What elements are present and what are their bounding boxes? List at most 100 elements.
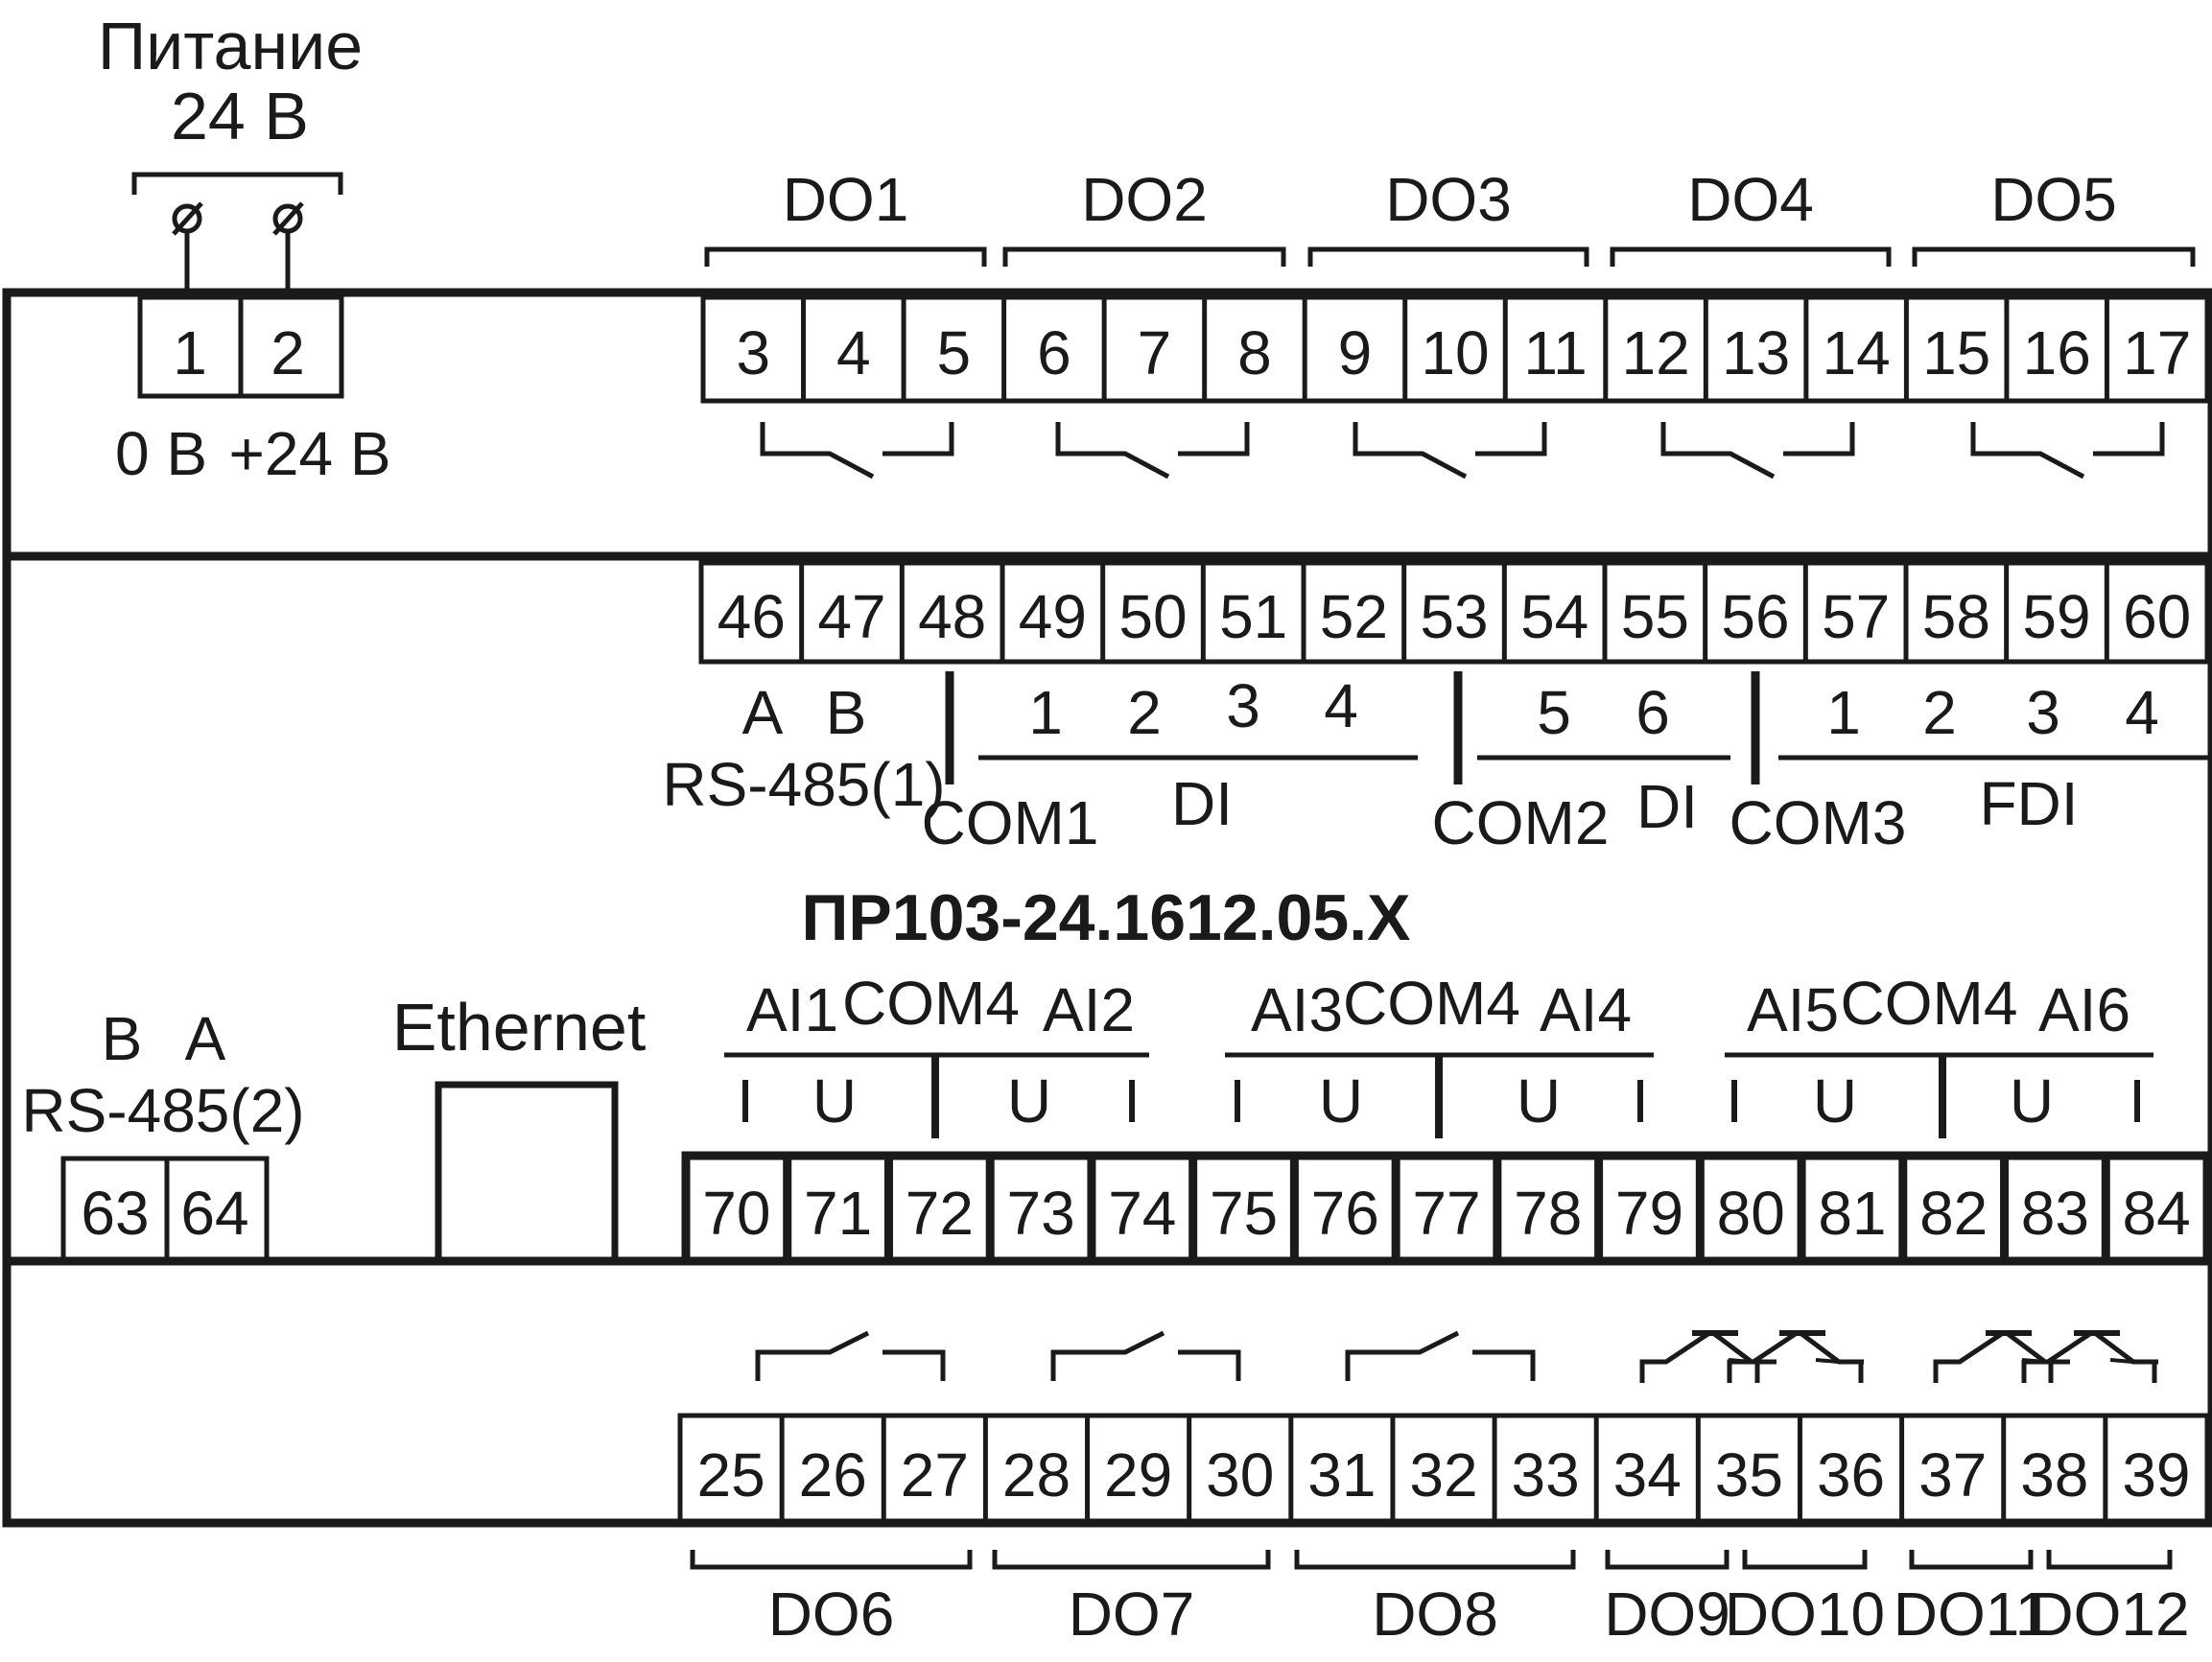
- com1-label: COM1: [922, 788, 1099, 857]
- terminal-number: 37: [1918, 1440, 1987, 1510]
- terminal-number: 2: [271, 318, 305, 387]
- fdi-label: FDI: [1979, 769, 2078, 838]
- terminal-number: 63: [81, 1179, 149, 1248]
- fdi-number: 1: [1826, 678, 1861, 747]
- ai-mode-mark: U: [1319, 1066, 1363, 1135]
- ethernet-block: Ethernet: [392, 990, 647, 1265]
- terminal-number: 71: [804, 1179, 872, 1248]
- relay-contact-icon: [755, 1330, 870, 1381]
- do-bracket: [1605, 1550, 1730, 1570]
- screw-terminal-icon: [172, 201, 203, 293]
- di1-label: DI: [1171, 769, 1233, 838]
- ai-mode-mark: U: [1007, 1066, 1051, 1135]
- terminal-number: 58: [1922, 582, 1990, 651]
- power-24v-label: +24 В: [228, 419, 390, 488]
- terminal-number: 73: [1006, 1179, 1074, 1248]
- com4-label: COM4: [842, 969, 1020, 1038]
- terminal-number: 74: [1108, 1179, 1176, 1248]
- output-symbols-bottom: [755, 1330, 2158, 1383]
- terminal-number: 57: [1822, 582, 1890, 651]
- terminal-number: 16: [2023, 318, 2091, 387]
- screw-terminal-icon: [272, 201, 304, 293]
- com3-label: COM3: [1730, 788, 1907, 857]
- ai-mode-mark: U: [812, 1066, 857, 1135]
- rs485-1-a-label: A: [742, 678, 784, 747]
- relay-contact-icon: [1055, 422, 1170, 480]
- terminal-number: 51: [1219, 582, 1287, 651]
- power-block: Питание 24 В 1 2 0 В +24 В: [98, 9, 391, 488]
- com4-label: COM4: [1841, 969, 2018, 1038]
- ai-label: AI6: [2038, 975, 2130, 1044]
- terminal-number: 5: [937, 318, 972, 387]
- rs485-2-a-label: A: [185, 1004, 226, 1073]
- power-title-line2: 24 В: [171, 79, 309, 153]
- terminal-number: 6: [1037, 318, 1071, 387]
- do-bracket: [2046, 1550, 2173, 1570]
- terminal-number: 39: [2122, 1440, 2190, 1510]
- terminal-number: 77: [1412, 1179, 1480, 1248]
- do-group-label: DO11: [1894, 1580, 2049, 1649]
- ai-label: AI5: [1747, 975, 1839, 1044]
- ai-label: AI4: [1540, 975, 1632, 1044]
- do-group-label: DO4: [1687, 165, 1814, 234]
- di-number: 6: [1635, 678, 1670, 747]
- power-bracket: [131, 172, 343, 195]
- power-0v-label: 0 В: [115, 419, 207, 488]
- terminal-number: 17: [2123, 318, 2191, 387]
- di-number: 2: [1127, 678, 1162, 747]
- do-bracket: [992, 1550, 1271, 1570]
- terminal-number: 84: [2123, 1179, 2191, 1248]
- model-title: ПР103-24.1612.05.X: [802, 881, 1411, 954]
- terminal-number: 25: [696, 1440, 765, 1510]
- power-title-line1: Питание: [98, 9, 363, 83]
- rs485-1-b-label: B: [826, 678, 867, 747]
- terminal-number: 59: [2022, 582, 2090, 651]
- do-bracket: [1909, 1550, 2034, 1570]
- ai-mode-mark: I: [1123, 1066, 1141, 1135]
- terminal-number: 30: [1206, 1440, 1274, 1510]
- ai-label: AI2: [1043, 975, 1135, 1044]
- ai-mode-mark: I: [2129, 1066, 2146, 1135]
- do-bracket: [1610, 246, 1892, 267]
- ai-mode-mark: I: [1229, 1066, 1246, 1135]
- terminal-number: 47: [817, 582, 885, 651]
- com4-label: COM4: [1343, 969, 1520, 1038]
- terminal-number: 72: [906, 1179, 974, 1248]
- rs485-2-block: B A RS-485(2) 63 64: [21, 1004, 305, 1264]
- transistor-icon: [2021, 1330, 2093, 1383]
- do-bracket: [1742, 1550, 1868, 1570]
- di-number: 4: [1324, 671, 1358, 740]
- do-bracket: [1002, 246, 1286, 267]
- terminal-number: 50: [1118, 582, 1187, 651]
- do-bracket: [1912, 246, 2196, 267]
- terminal-number: 81: [1818, 1179, 1886, 1248]
- ethernet-label: Ethernet: [392, 990, 647, 1065]
- ai-mode-mark: I: [1632, 1066, 1649, 1135]
- terminal-number: 33: [1512, 1440, 1580, 1510]
- do-group-label: DO10: [1725, 1580, 1885, 1649]
- relay-contact-icon: [1970, 422, 2085, 480]
- transistor-icon: [1639, 1330, 1711, 1383]
- do-group-label: DO5: [1990, 165, 2117, 234]
- rs485-2-label: RS-485(2): [21, 1076, 304, 1145]
- relay-contact-icon: [1353, 422, 1468, 480]
- ai-mode-mark: U: [1813, 1066, 1857, 1135]
- do-group-label: DO8: [1372, 1580, 1498, 1649]
- terminal-number: 56: [1721, 582, 1789, 651]
- do-group-label: DO2: [1081, 165, 1208, 234]
- rs485-2-b-label: B: [102, 1004, 143, 1073]
- terminal-number: 80: [1717, 1179, 1785, 1248]
- transistor-icon: [1727, 1330, 1799, 1383]
- terminal-number: 12: [1621, 318, 1689, 387]
- terminal-number: 46: [718, 582, 786, 651]
- terminal-number: 3: [736, 318, 770, 387]
